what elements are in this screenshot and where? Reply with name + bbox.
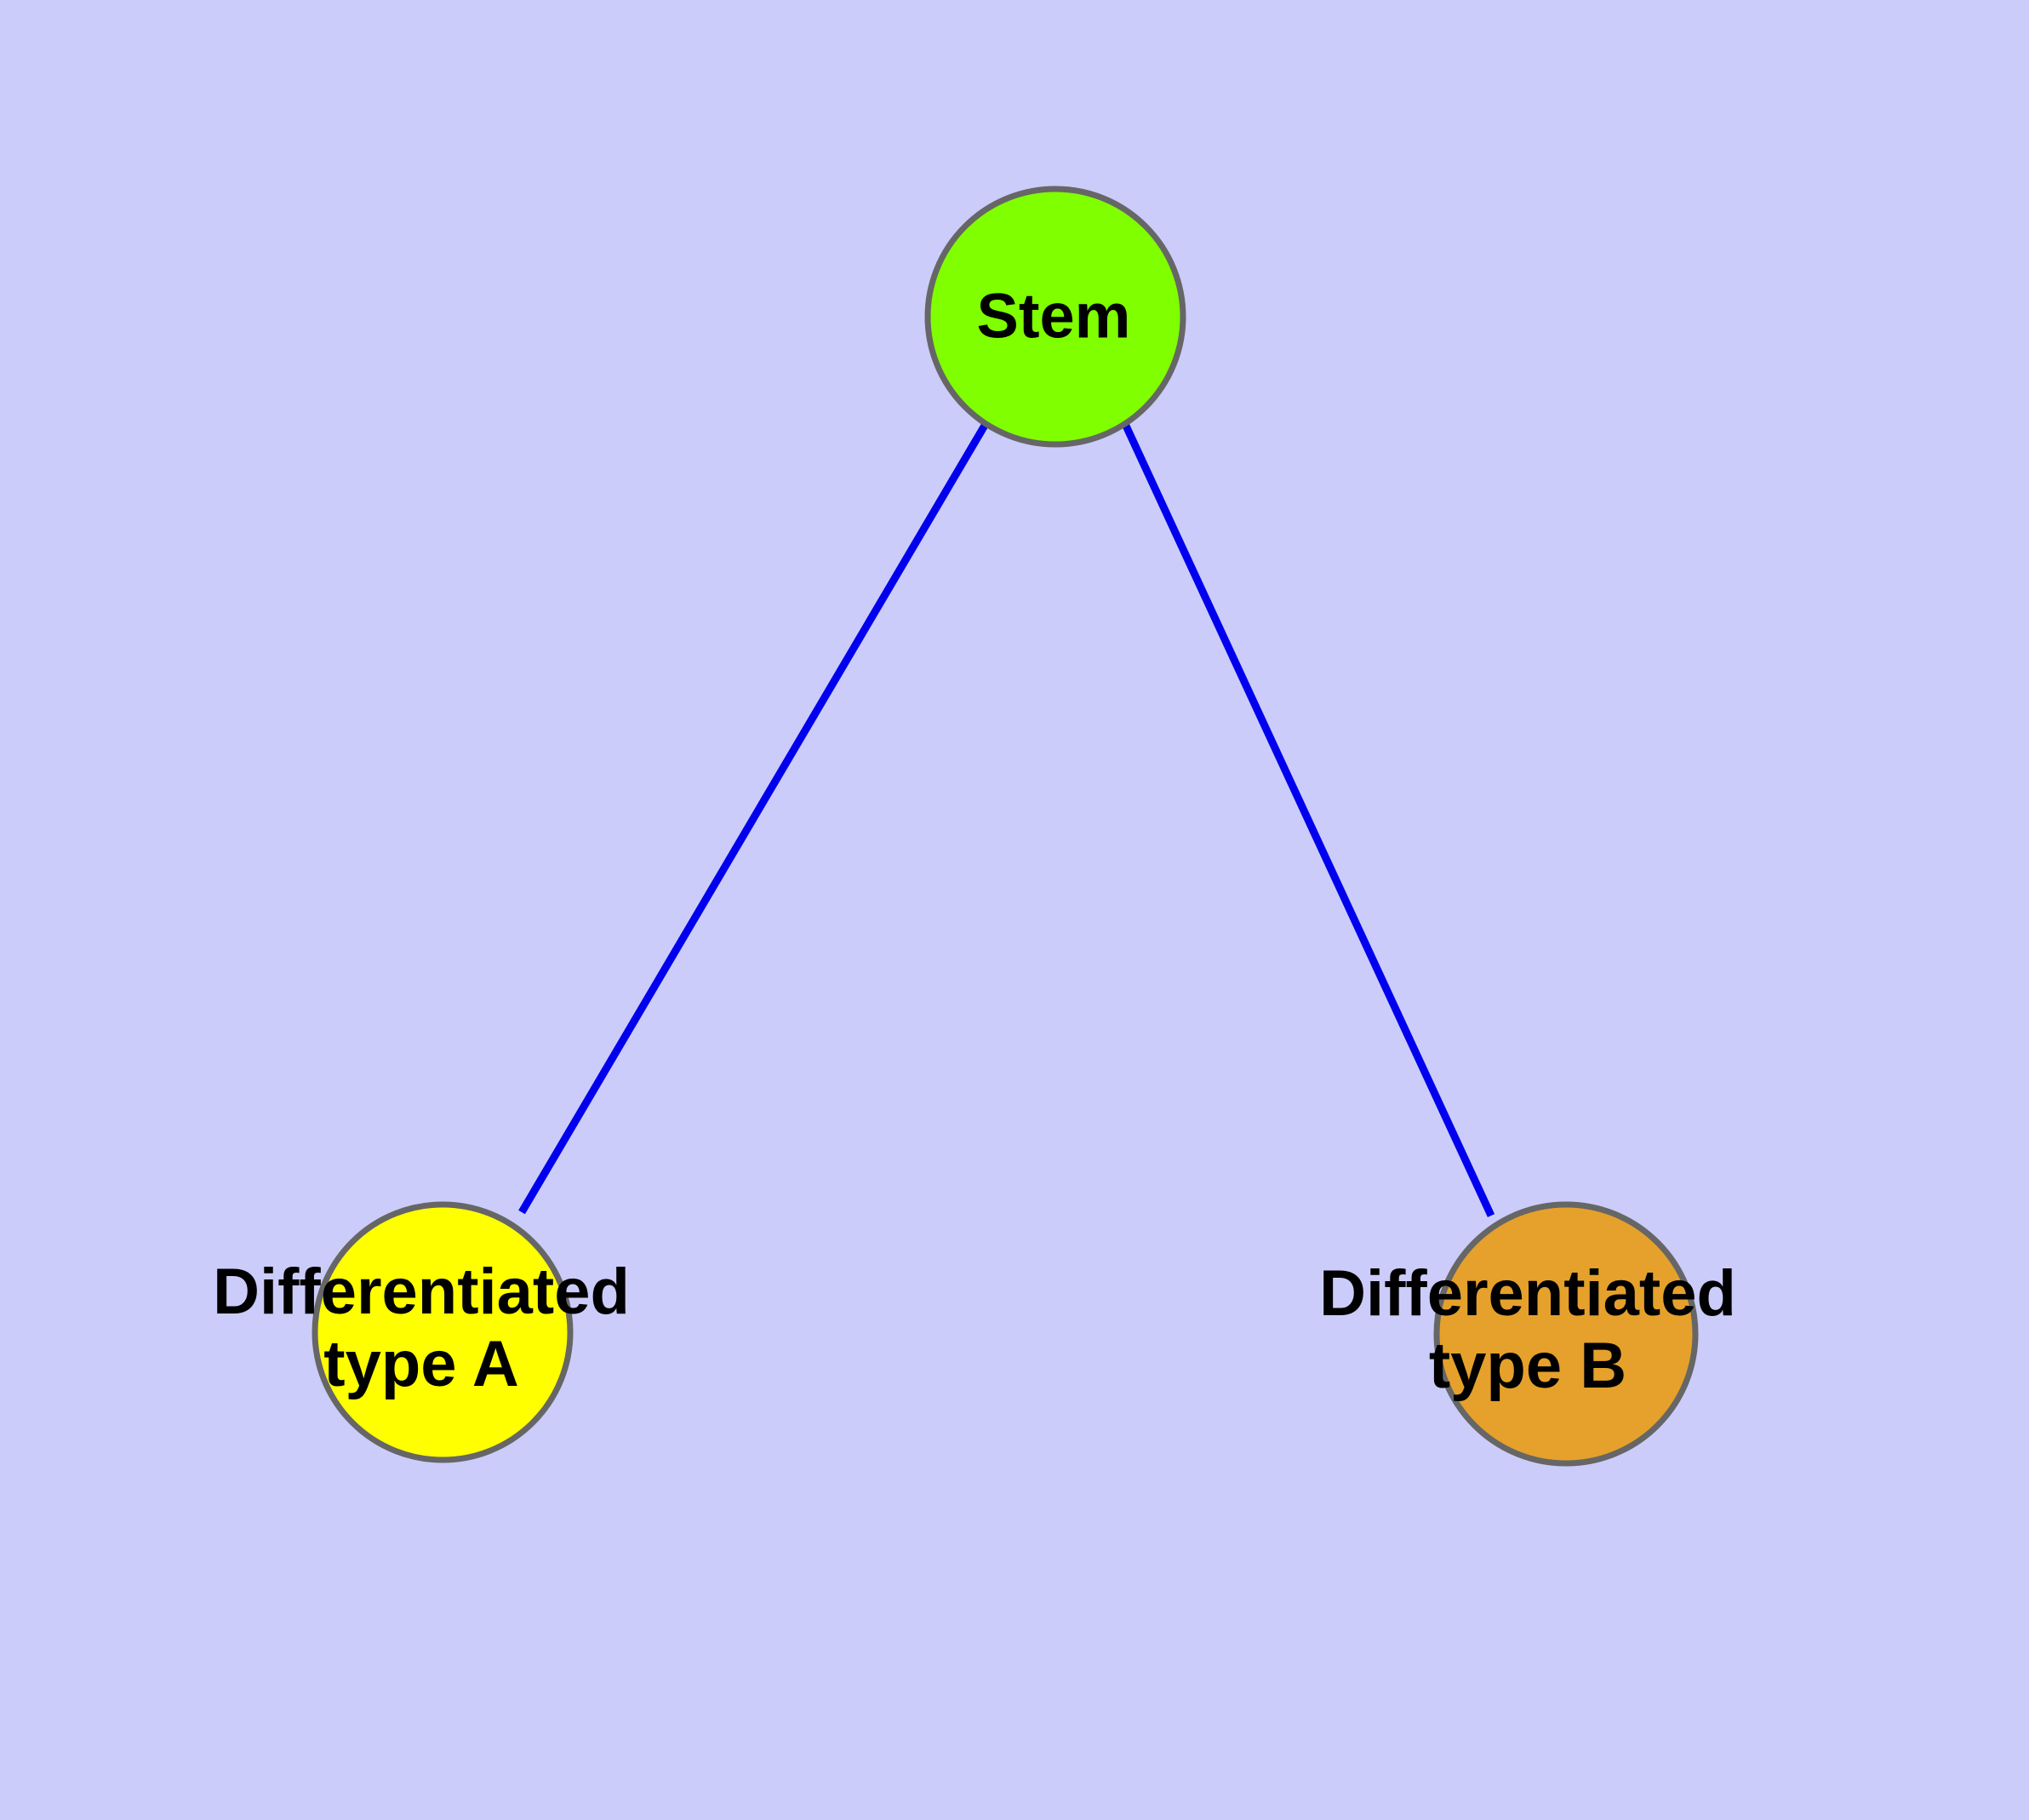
node-circle-stem[interactable] xyxy=(924,186,1186,448)
node-circle-diff_b[interactable] xyxy=(1433,1201,1699,1467)
node-circle-diff_a[interactable] xyxy=(311,1201,574,1463)
edges-layer xyxy=(518,421,1495,1217)
nodes-layer xyxy=(311,186,1699,1467)
edge-stem-to-diff-b xyxy=(1121,422,1495,1217)
edge-stem-to-diff-a xyxy=(518,421,989,1215)
